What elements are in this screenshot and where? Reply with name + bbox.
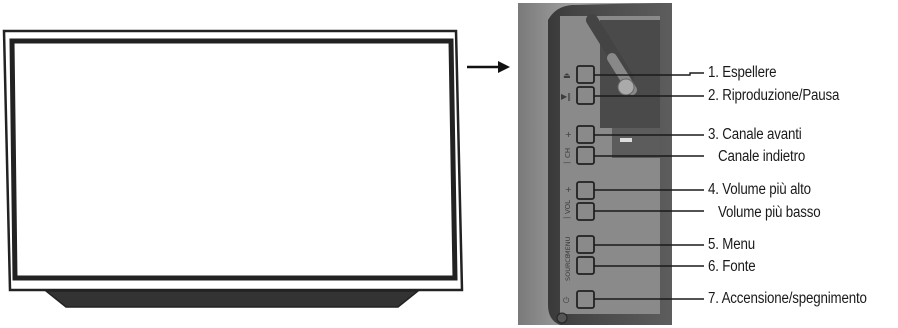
vol-plus-marking: + — [565, 185, 572, 194]
callout-volume-down: Volume più basso — [718, 204, 820, 222]
menu-marking: MENU — [564, 236, 572, 256]
callout-menu: 5. Menu — [708, 236, 755, 254]
callout-channel-down: Canale indietro — [718, 148, 805, 166]
power-marking: ⏻ — [563, 296, 570, 305]
callout-power: 7. Accensione/spegnimento — [708, 290, 867, 308]
panel-screw — [557, 313, 567, 323]
play-marking: ▶‖ — [561, 92, 571, 101]
callout-volume-up: 4. Volume più alto — [708, 181, 811, 199]
vol-minus-marking: — — [563, 213, 571, 222]
ch-plus-marking: + — [565, 130, 572, 139]
callout-source: 6. Fonte — [708, 258, 756, 276]
callout-play-pause: 2. Riproduzione/Pausa — [708, 87, 839, 105]
source-marking: SOURCE — [564, 254, 572, 281]
ch-marking: CH — [564, 148, 572, 158]
ch-minus-marking: — — [563, 158, 571, 167]
vol-marking: VOL — [564, 200, 572, 214]
callout-eject: 1. Espellere — [708, 64, 776, 82]
callout-channel-up: 3. Canale avanti — [708, 126, 802, 144]
eject-marking: ⏏ — [563, 71, 571, 80]
